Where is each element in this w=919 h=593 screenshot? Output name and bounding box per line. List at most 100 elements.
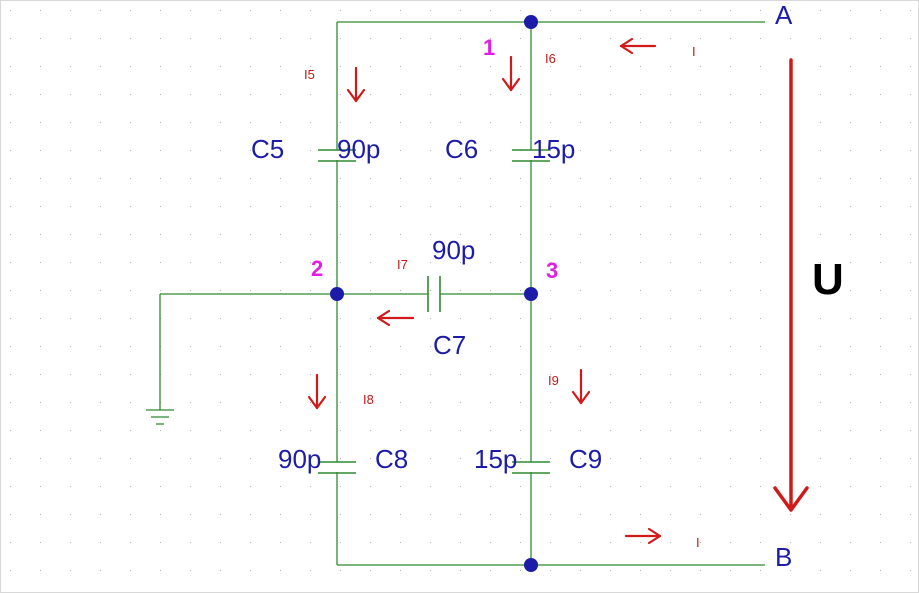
grid-dot [280,486,281,487]
grid-dot [40,402,41,403]
grid-dot [700,290,701,291]
current-arrows [307,37,662,545]
grid-dot [730,94,731,95]
grid-dot [850,402,851,403]
grid-dot [880,430,881,431]
grid-dot [340,122,341,123]
grid-dot [430,262,431,263]
grid-dot [370,38,371,39]
grid-dot [310,38,311,39]
terminal-b-label: B [775,542,792,572]
grid-dot [520,458,521,459]
grid-dot [880,10,881,11]
grid-dot [880,178,881,179]
grid-dot [100,346,101,347]
grid-dot [70,318,71,319]
grid-dot [370,486,371,487]
grid-dot [460,38,461,39]
grid-dot [400,234,401,235]
grid-dot [670,374,671,375]
grid-dot [220,234,221,235]
grid-dot [430,38,431,39]
grid-dot [190,122,191,123]
grid-dot [460,262,461,263]
grid-dot [520,38,521,39]
grid-dot [40,430,41,431]
grid-dot [130,374,131,375]
grid-dot [340,178,341,179]
grid-dot [250,346,251,347]
grid-dot [160,122,161,123]
grid-dot [850,346,851,347]
grid-dot [880,486,881,487]
grid-dot [100,514,101,515]
grid-dot [490,458,491,459]
grid-dot [850,206,851,207]
grid-dot [610,514,611,515]
grid-dot [700,430,701,431]
grid-dot [250,38,251,39]
grid-dot [760,206,761,207]
grid-dot [640,290,641,291]
grid-dot [490,430,491,431]
grid-dot [340,458,341,459]
grid-dot [820,402,821,403]
grid-dot [640,402,641,403]
grid-dot [820,430,821,431]
grid-dot [460,514,461,515]
grid-dot [490,122,491,123]
grid-dot [460,346,461,347]
grid-dot [760,318,761,319]
grid-dot [40,94,41,95]
grid-dot [100,318,101,319]
grid-dot [850,374,851,375]
grid-dot [190,542,191,543]
grid-dot [370,66,371,67]
grid-dot [850,542,851,543]
grid-dot [460,402,461,403]
junction-dot-icon [330,287,344,301]
grid-dot [130,150,131,151]
grid-dot [910,570,911,571]
grid-dot [220,206,221,207]
grid-dot [730,430,731,431]
grid-dot [880,290,881,291]
grid-dot [220,10,221,11]
grid-dot [850,290,851,291]
grid-dot [70,458,71,459]
grid-dot [790,570,791,571]
grid-dot [700,570,701,571]
grid-dot [10,570,11,571]
grid-dot [340,346,341,347]
grid-dot [670,10,671,11]
grid-dot [640,486,641,487]
grid-dot [550,430,551,431]
grid-dot [190,570,191,571]
grid-dot [730,10,731,11]
grid-dot [760,542,761,543]
current-i-in-label: I [692,44,696,59]
grid-dot [70,514,71,515]
grid-dot [910,402,911,403]
grid-dot [370,290,371,291]
grid-dot [310,290,311,291]
grid-dot [250,514,251,515]
grid-dot [880,38,881,39]
arrow-i-in-icon [619,37,657,55]
grid-dot [640,430,641,431]
grid-dot [910,542,911,543]
grid-dot [100,206,101,207]
grid-dot [130,570,131,571]
grid-dot [10,430,11,431]
grid-dot [340,94,341,95]
grid-dot [370,458,371,459]
grid-dot [640,542,641,543]
grid-dot [340,262,341,263]
grid-dot [190,150,191,151]
grid-dot [760,374,761,375]
grid-dot [760,94,761,95]
grid-dot [580,94,581,95]
grid-dot [10,122,11,123]
grid-dot [160,514,161,515]
